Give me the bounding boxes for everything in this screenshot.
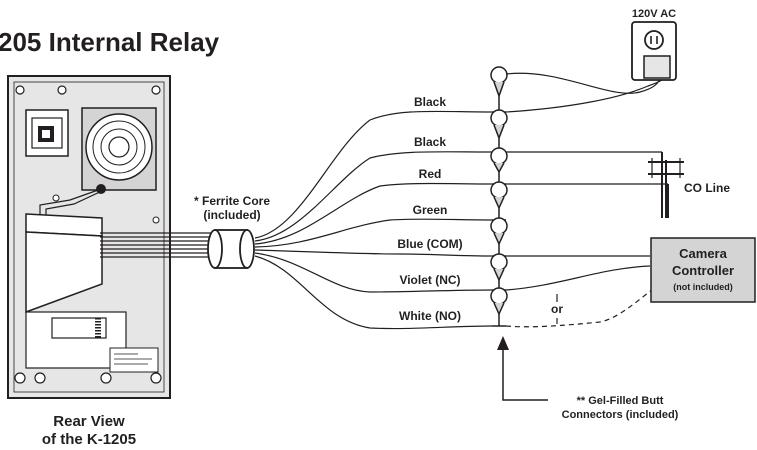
camera-line2: Controller — [672, 263, 734, 278]
butt-connectors — [490, 66, 508, 327]
wire-label-4: Green — [413, 203, 448, 217]
fanned-wires — [254, 110, 493, 330]
connector-6 — [490, 253, 508, 290]
camera-line3: (not included) — [673, 282, 733, 292]
connector-3 — [490, 147, 508, 184]
connector-arrow — [497, 336, 548, 401]
connector-5 — [490, 217, 508, 256]
wire-label-2: Black — [414, 135, 446, 149]
connector-4 — [490, 181, 508, 220]
wire-label-3: Red — [419, 167, 442, 181]
ferrite-label-line1: * Ferrite Core — [194, 194, 270, 208]
wire-bundle — [100, 232, 212, 258]
power-outlet — [631, 21, 677, 81]
connector-2 — [490, 109, 508, 152]
co-line-label: CO Line — [684, 181, 730, 195]
ferrite-label-line2: (included) — [203, 208, 260, 222]
wire-label-7: White (NO) — [399, 309, 461, 323]
connectors-note-line1: ** Gel-Filled Butt — [577, 395, 664, 407]
connector-7 — [490, 287, 508, 326]
right-wiring — [505, 72, 669, 328]
wire-label-5: Blue (COM) — [397, 237, 462, 251]
rear-view-line2: of the K-1205 — [42, 431, 136, 448]
rear-view-line1: Rear View — [53, 413, 125, 430]
or-label: or — [551, 302, 563, 316]
wire-label-1: Black — [414, 95, 446, 109]
camera-line1: Camera — [679, 246, 727, 261]
connectors-note-line2: Connectors (included) — [562, 409, 679, 421]
co-line-pole — [648, 152, 684, 218]
camera-controller — [650, 237, 756, 303]
wire-label-6: Violet (NC) — [399, 273, 460, 287]
ferrite-core — [207, 229, 255, 269]
power-label: 120V AC — [632, 8, 676, 20]
connector-1 — [490, 66, 508, 112]
diagram-title: 205 Internal Relay — [0, 27, 220, 57]
